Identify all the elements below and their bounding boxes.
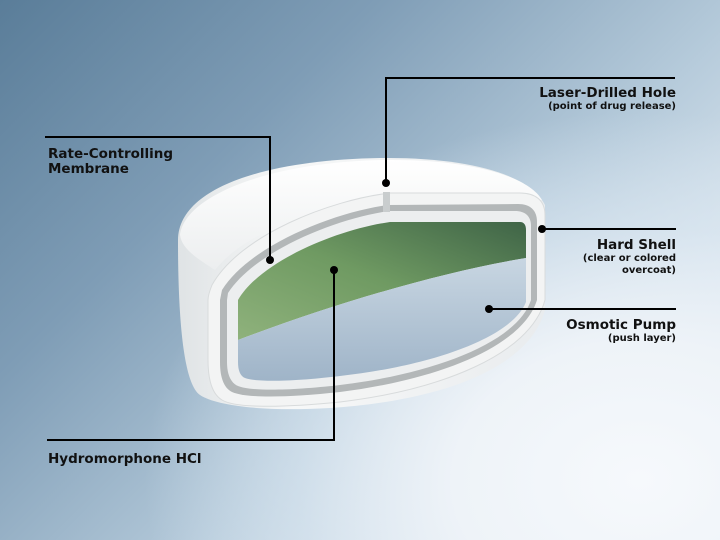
leader-lines — [45, 77, 676, 441]
label-hard-shell: Hard Shell (clear or colored overcoat) — [583, 238, 676, 277]
label-osmotic-pump: Osmotic Pump (push layer) — [566, 318, 676, 345]
membrane-title-line2: Membrane — [48, 161, 129, 177]
laser-drilled-hole — [383, 192, 390, 212]
osmotic-pump-title: Osmotic Pump — [566, 317, 676, 333]
membrane-title-line1: Rate-Controlling — [48, 146, 174, 162]
push-layer — [238, 258, 526, 381]
laser-hole-subtitle: (point of drug release) — [548, 101, 676, 112]
drug-layer — [238, 222, 526, 340]
leader-dots — [266, 179, 546, 313]
hard-shell-title: Hard Shell — [596, 237, 676, 253]
label-hydromorphone: Hydromorphone HCl — [48, 452, 202, 467]
hydromorphone-title: Hydromorphone HCl — [48, 451, 202, 467]
label-laser-drilled-hole: Laser-Drilled Hole (point of drug releas… — [539, 86, 676, 113]
osmotic-pump-subtitle: (push layer) — [607, 333, 676, 344]
label-rate-controlling-membrane: Rate-Controlling Membrane — [48, 147, 173, 177]
laser-hole-title: Laser-Drilled Hole — [539, 85, 676, 101]
hard-shell-subtitle-line2: overcoat) — [622, 265, 676, 276]
hard-shell-subtitle-line1: (clear or colored — [582, 253, 676, 264]
